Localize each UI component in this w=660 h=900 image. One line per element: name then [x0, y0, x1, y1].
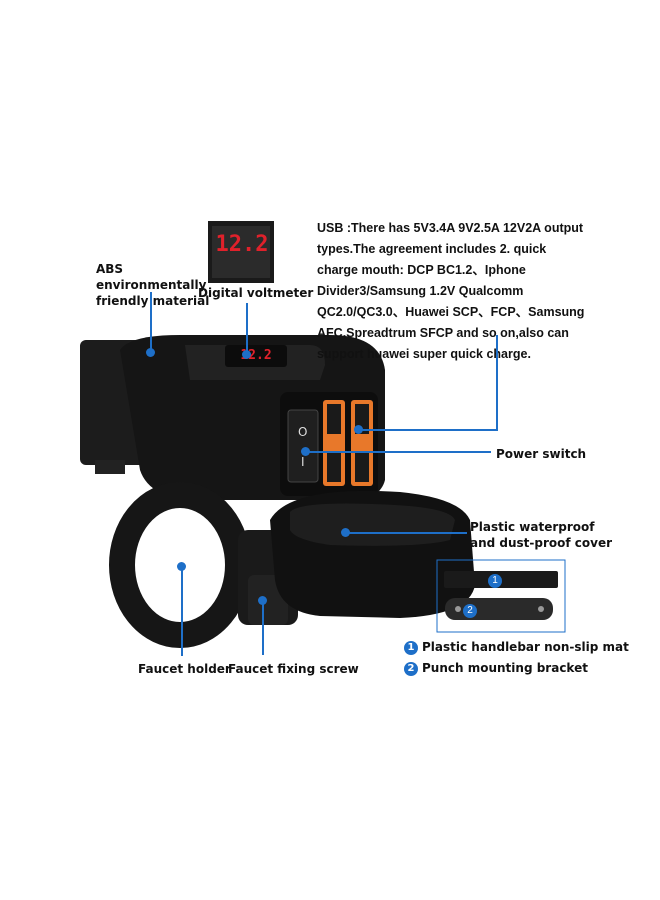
label-waterproof-cover: Plastic waterproof and dust-proof cover	[470, 520, 613, 550]
voltmeter-inset-display: 12.2	[215, 232, 269, 257]
voltmeter-inset-photo	[208, 221, 274, 283]
label-faucet-screw: Faucet fixing screw	[228, 662, 359, 676]
label-abs-material: ABS environmentally friendly material	[96, 262, 210, 308]
power-switch-shape	[287, 409, 319, 483]
usb-description: USB :There has 5V3.4A 9V2.5A 12V2A outpu…	[317, 221, 585, 361]
switch-on-mark: O	[298, 425, 308, 439]
badge-1-on-mat: 1	[488, 572, 506, 590]
switch-off-mark: I	[301, 455, 305, 469]
voltmeter-display: 12.2	[240, 348, 272, 363]
mounting-bracket-shape	[445, 598, 553, 620]
abs-pointer-dot	[146, 348, 155, 357]
accessory-box	[436, 559, 566, 633]
label-faucet-holder: Faucet holder	[138, 662, 231, 676]
voltmeter-screen	[225, 345, 287, 367]
label-power-switch: Power switch	[496, 447, 587, 461]
badge-2-on-bracket: 2	[463, 602, 481, 620]
label-digital-voltmeter: Digital voltmeter	[198, 286, 314, 300]
